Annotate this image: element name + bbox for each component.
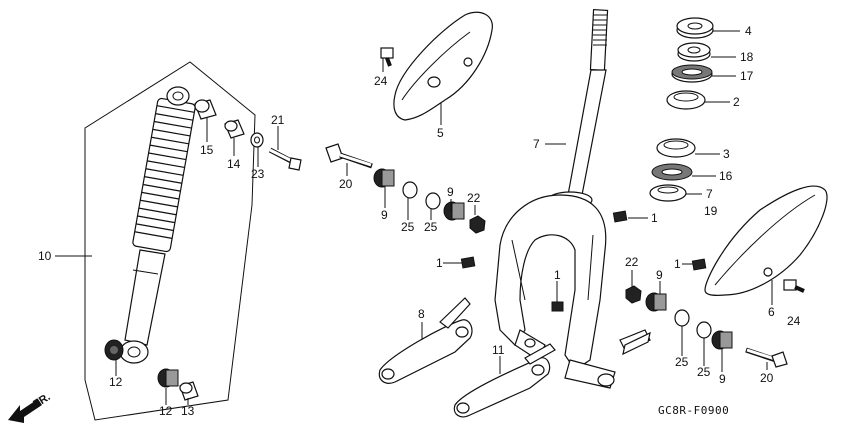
callout-8: 8 — [418, 307, 425, 321]
diagram-code: GC8R-F0900 — [658, 404, 729, 417]
callout-22b: 22 — [625, 255, 639, 269]
nut-22b — [625, 285, 642, 304]
callout-9b: 9 — [447, 185, 454, 199]
callout-22a: 22 — [467, 191, 481, 205]
clip-1b — [460, 256, 476, 269]
callout-1c: 1 — [554, 268, 561, 282]
callout-1d: 1 — [674, 257, 681, 271]
callout-23: 23 — [251, 167, 265, 181]
clip-1d — [691, 258, 707, 271]
nut-22a — [469, 215, 486, 234]
nut-18 — [677, 42, 711, 62]
callout-10: 10 — [38, 249, 52, 263]
race-3 — [656, 138, 696, 158]
callout-13: 13 — [181, 404, 195, 418]
leader-lines — [55, 30, 773, 405]
washer-25c — [674, 309, 690, 327]
race-2 — [666, 90, 706, 110]
callout-25d: 25 — [697, 365, 711, 379]
callout-9a: 9 — [381, 208, 388, 222]
bolt-21 — [268, 147, 302, 171]
bolt-20b — [745, 347, 788, 368]
washer-25b — [425, 192, 441, 210]
callout-5: 5 — [437, 126, 444, 140]
bushing-12b — [157, 368, 179, 388]
callout-4: 4 — [745, 24, 752, 38]
callout-25b: 25 — [424, 220, 438, 234]
bushing-14 — [224, 119, 245, 139]
cover-5 — [393, 11, 493, 121]
callout-11: 11 — [492, 343, 505, 357]
callout-17: 17 — [740, 69, 754, 83]
shock-spring — [132, 97, 196, 253]
callout-7b: 7 — [706, 187, 713, 201]
callout-15: 15 — [200, 143, 214, 157]
screw-24b — [783, 279, 805, 293]
callout-1a: 1 — [651, 211, 658, 225]
bushing-9b — [443, 201, 465, 221]
callout-20b: 20 — [760, 371, 774, 385]
cable-guide — [619, 329, 651, 356]
callout-9c: 9 — [656, 268, 663, 282]
callout-21: 21 — [271, 113, 285, 127]
bearing-17 — [671, 64, 713, 83]
callout-19: 19 — [704, 204, 718, 218]
callout-24b: 24 — [787, 314, 801, 328]
washer-25d — [696, 321, 712, 339]
callout-14: 14 — [227, 157, 241, 171]
callout-3: 3 — [723, 147, 730, 161]
race-7b — [649, 184, 687, 202]
bushing-9a — [373, 168, 395, 188]
callout-12b: 12 — [159, 404, 173, 418]
bushing-9d — [711, 330, 733, 350]
callout-1b: 1 — [436, 256, 443, 270]
collar-15 — [194, 99, 217, 120]
locknut-4 — [676, 17, 714, 39]
callout-25a: 25 — [401, 220, 415, 234]
washer-25a — [402, 181, 418, 199]
bushing-12a — [104, 339, 124, 361]
washer-23 — [250, 132, 264, 148]
callout-7a: 7 — [533, 137, 540, 151]
link-8 — [378, 297, 473, 384]
callout-16: 16 — [719, 169, 733, 183]
cover-6 — [704, 185, 828, 296]
front-direction-arrow: FR. — [8, 391, 53, 423]
bushing-9c — [645, 292, 667, 312]
callout-25c: 25 — [675, 355, 689, 369]
callout-24a: 24 — [374, 74, 388, 88]
bolt-20a — [325, 143, 373, 169]
callout-18: 18 — [740, 50, 754, 64]
callout-6: 6 — [768, 305, 775, 319]
fork-body — [494, 194, 616, 389]
callout-12a: 12 — [109, 375, 123, 389]
clip-1c — [551, 301, 564, 312]
shock-absorber — [119, 86, 196, 364]
link-11 — [453, 343, 556, 418]
clip-1a — [612, 210, 628, 223]
bearing-16 — [651, 163, 693, 181]
shock-group-outline — [84, 61, 256, 421]
callout-9d: 9 — [719, 372, 726, 386]
callout-2: 2 — [733, 95, 740, 109]
callout-20a: 20 — [339, 177, 353, 191]
collar-13 — [179, 381, 199, 401]
screw-24a — [380, 47, 394, 67]
steering-stem — [547, 9, 609, 209]
